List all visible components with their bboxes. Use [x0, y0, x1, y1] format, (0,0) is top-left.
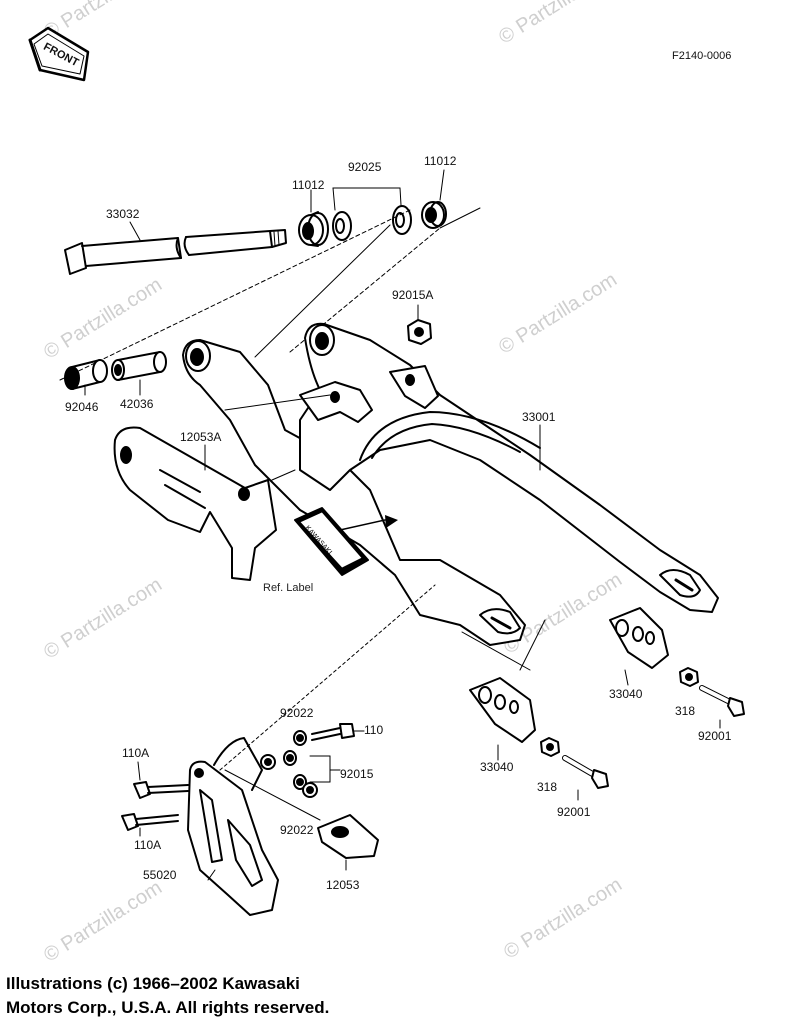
copyright-line-1: Illustrations (c) 1966–2002 Kawasaki [6, 974, 300, 993]
part-label: 110A [134, 838, 162, 852]
washer-92025-right [392, 205, 412, 235]
part-label: 12053A [180, 430, 222, 444]
nut-92015-middle [283, 750, 297, 766]
washer-92022-lower [302, 782, 318, 798]
nut-318-left [540, 737, 560, 757]
chain-guard-12053a [113, 426, 277, 581]
part-label: 318 [537, 780, 558, 794]
copyright-notice: Illustrations (c) 1966–2002 Kawasaki Mot… [6, 972, 329, 1020]
part-label: 110 [364, 723, 384, 737]
nut-92015a [407, 319, 432, 345]
front-arrow-icon [28, 26, 90, 82]
part-label: 318 [675, 704, 696, 718]
bolt-110a-lower [121, 813, 179, 831]
part-label: 92025 [348, 160, 382, 174]
sleeve-42036 [111, 351, 167, 381]
bushing-11012-left [298, 211, 329, 247]
part-label: 92015 [340, 767, 374, 781]
part-label: 42036 [120, 397, 154, 411]
part-label: 11012 [292, 178, 325, 192]
nut-318-right [679, 667, 699, 687]
part-label: 92022 [280, 706, 314, 720]
part-label: 33040 [609, 687, 643, 701]
chain-adjuster-33040-left [469, 677, 536, 743]
collar-92046 [64, 359, 108, 390]
part-label: 12053 [326, 878, 360, 892]
part-label: 33040 [480, 760, 514, 774]
part-label: 110A [122, 746, 150, 760]
part-label: 33001 [522, 410, 556, 424]
bolt-92001-right [699, 685, 745, 717]
washer-92022-upper [260, 754, 276, 770]
bolt-110 [311, 723, 355, 741]
part-label: 33032 [106, 207, 140, 221]
diagram-code: F2140-0006 [672, 50, 732, 62]
part-label: 92015A [392, 288, 434, 302]
pivot-shaft-33032 [64, 229, 287, 275]
bushing-11012-right [421, 201, 447, 229]
bolt-92001-left [562, 755, 609, 789]
part-label: 92001 [557, 805, 591, 819]
part-label: 92001 [698, 729, 732, 743]
copyright-line-2: Motors Corp., U.S.A. All rights reserved… [6, 998, 330, 1017]
part-label: 11012 [424, 154, 457, 168]
nut-92015-upper [293, 730, 307, 746]
part-label: 55020 [143, 868, 177, 882]
part-label: 92046 [65, 400, 99, 414]
bolt-110a-upper [133, 781, 189, 799]
part-label: 92022 [280, 823, 314, 837]
washer-92025-left [332, 211, 352, 241]
swingarm-33001 [182, 322, 719, 646]
chain-adjuster-33040-right [609, 607, 669, 669]
ref-label-caption: Ref. Label [263, 582, 314, 594]
spacer-12053 [317, 814, 379, 859]
nut-92015-lower [293, 774, 307, 790]
